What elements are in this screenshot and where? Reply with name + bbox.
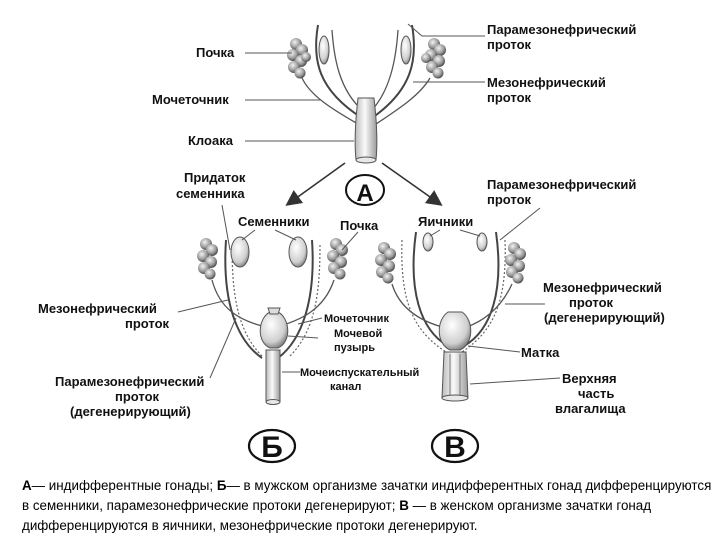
letter-v-badge (430, 428, 480, 464)
label-ovaries: Яичники (418, 214, 473, 229)
figure-caption: А— индифферентные гонады; Б— в мужском о… (22, 476, 712, 536)
diagram-b: Придаток семенника Семенники Почка Мезон… (38, 170, 419, 464)
label-bladder-b-2: пузырь (334, 342, 375, 354)
svg-text:Б: Б (261, 431, 283, 464)
uterus (438, 311, 472, 351)
diagram-v: Яичники Парамезонефрический проток Мезон… (375, 177, 665, 464)
label-bladder-b-1: Мочевой (334, 328, 382, 340)
arrow-to-b (285, 162, 346, 206)
caption-key-a: А (22, 478, 32, 493)
label-cloaca-a: Клоака (188, 133, 234, 148)
label-mesonephric-v-2: проток (569, 295, 614, 310)
ovary-right (476, 232, 488, 252)
embryology-diagram: Почка Мочеточник Клоака Парамезонефричес… (38, 22, 665, 464)
label-paramesonephric-b-1: Парамезонефрический (55, 374, 204, 389)
svg-text:В: В (444, 431, 466, 464)
kidney-right-a (421, 38, 446, 79)
letter-b-badge (247, 428, 297, 464)
caption-key-v: В (399, 498, 409, 513)
label-kidney-b: Почка (340, 218, 379, 233)
testis-right (288, 236, 308, 268)
cloaca (354, 97, 378, 161)
label-paramesonephric-v-2: проток (487, 192, 532, 207)
kidney-left-b (197, 238, 218, 280)
arrow-to-v (381, 162, 443, 206)
gonad-left-a (318, 35, 330, 65)
label-mesonephric-b-1: Мезонефрический (38, 301, 157, 316)
label-paramesonephric-a-2: проток (487, 37, 532, 52)
upper-vagina (441, 351, 469, 399)
paramesonephric-duct-left-a (331, 29, 363, 111)
svg-text:А: А (356, 180, 373, 207)
label-paramesonephric-b-3: (дегенерирующий) (70, 404, 191, 419)
kidney-right-b (327, 238, 348, 280)
kidney-left-a (287, 38, 311, 79)
label-vagina-1: Верхняя (562, 371, 617, 386)
gonad-right-a (400, 35, 412, 65)
label-kidney-a: Почка (196, 45, 235, 60)
label-paramesonephric-a-1: Парамезонефрический (487, 22, 636, 37)
testis-left (230, 236, 250, 268)
label-mesonephric-v-1: Мезонефрический (543, 280, 662, 295)
caption-text-v: — в женском организме зачатки гонад дифф… (22, 498, 652, 533)
urethra (265, 349, 281, 403)
label-mesonephric-a-2: проток (487, 90, 532, 105)
label-ureter-a: Мочеточник (152, 92, 229, 107)
mesonephric-duct-right-a (371, 24, 415, 119)
label-epididymis-2: семенника (176, 186, 245, 201)
label-mesonephric-b-2: проток (125, 316, 170, 331)
label-paramesonephric-b-2: проток (115, 389, 160, 404)
mesonephric-duct-left-a (315, 24, 363, 119)
diagram-a: Почка Мочеточник Клоака Парамезонефричес… (152, 22, 636, 164)
label-uterus: Матка (521, 345, 560, 360)
letter-a-badge: А (345, 174, 385, 207)
ovary-left (422, 232, 434, 252)
label-testes: Семенники (238, 214, 310, 229)
kidney-right-v (505, 242, 526, 284)
caption-text-a: — индифферентные гонады; (31, 478, 217, 493)
paramesonephric-duct-right-a (371, 29, 399, 111)
kidney-left-v (375, 242, 396, 284)
label-paramesonephric-v-1: Парамезонефрический (487, 177, 636, 192)
ureter-right-a (375, 77, 431, 125)
label-epididymis-1: Придаток (184, 170, 246, 185)
ureter-left-a (301, 77, 359, 125)
label-mesonephric-a-1: Мезонефрический (487, 75, 606, 90)
label-urethra-2: канал (330, 381, 361, 393)
label-vagina-2: часть (578, 386, 614, 401)
caption-text-b: — в мужском организме зачатки индифферен… (22, 478, 712, 513)
label-urethra-1: Мочеиспускательный (300, 367, 419, 379)
bladder-b (259, 311, 289, 349)
label-mesonephric-v-3: (дегенерирующий) (544, 310, 665, 325)
label-ureter-b: Мочеточник (324, 313, 389, 325)
caption-key-b: Б (216, 478, 227, 493)
label-vagina-3: влагалища (555, 401, 626, 416)
